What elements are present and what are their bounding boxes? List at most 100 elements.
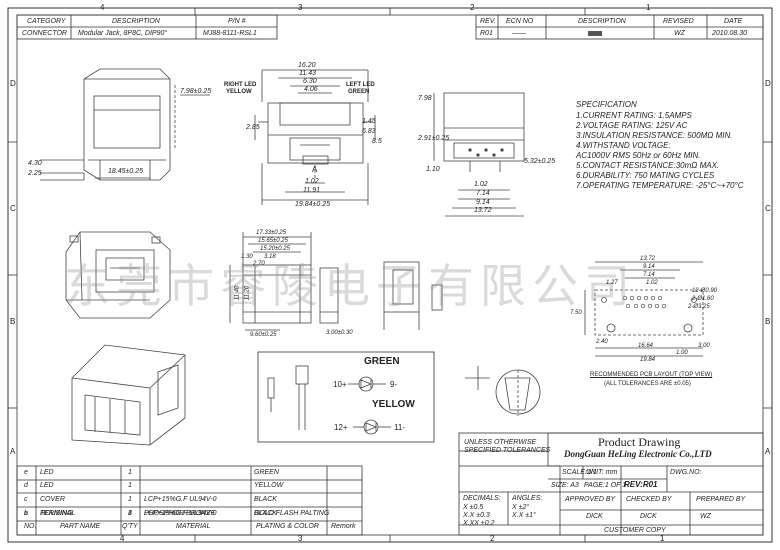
- dim-front-8-5: 8.5: [372, 138, 382, 145]
- bom-row-part: TERMINAL: [40, 510, 76, 517]
- section-a-label: A: [312, 165, 318, 174]
- bom-header-remark: Remork: [331, 523, 356, 530]
- approved-by-value: DICK: [586, 513, 603, 520]
- company-watermark: 东莞市睿陵电子有限公司: [64, 259, 636, 313]
- rev-ecn-value: ——: [512, 30, 526, 37]
- dim-front-6-83: 6.83: [362, 128, 376, 135]
- bom-row-material: PHOSPHOR BRONZE: [144, 510, 216, 517]
- dim-side-7-98: 7.98: [418, 95, 432, 102]
- checked-by-label: CHECKED BY: [626, 496, 672, 503]
- yellow-led-label: YELLOW: [372, 399, 415, 410]
- prepared-by-value: WZ: [700, 513, 711, 520]
- bom-header-no: NO.: [24, 523, 37, 530]
- dim-left-a: 4.30: [28, 160, 42, 167]
- dim-pcb-3-00: 3.00: [698, 343, 710, 349]
- decimal-tol-1: X ±0.5: [463, 504, 484, 511]
- dim-pcb-1-00: 1.00: [676, 350, 688, 356]
- customer-copy-label: CUSTOMER COPY: [604, 527, 666, 534]
- grid-row-d-right: D: [765, 79, 771, 88]
- header-category-value: CONNECTOR: [22, 30, 67, 37]
- bom-row-part: LED: [40, 482, 54, 489]
- dim-bottom-2-70: 2.70: [253, 261, 265, 267]
- dim-side-5-32: 5.32±0.25: [524, 158, 556, 165]
- dim-pcb-holes-2b: 2-Ø3.25: [688, 304, 710, 310]
- bom-row-no: c: [24, 496, 28, 503]
- dim-front-6: 6.30: [303, 78, 317, 85]
- bom-row-plating: YELLOW: [254, 482, 284, 489]
- dim-front-16: 16.20: [298, 62, 316, 69]
- grid-col-3: 3: [298, 3, 303, 12]
- dim-left-width: 18.45±0.25: [108, 168, 143, 175]
- left-led-color: GREEN: [348, 89, 370, 95]
- rev-description-redaction: [588, 31, 602, 36]
- bom-row-part: LED: [40, 469, 54, 476]
- bom-row-qty: 1: [128, 496, 132, 503]
- dim-pcb-13-72: 13.72: [640, 256, 656, 262]
- green-pin-minus: 9-: [390, 380, 398, 389]
- grid-col-4-bottom: 4: [120, 534, 125, 543]
- dim-front-4: 4.06: [304, 86, 318, 93]
- dim-pcb-holes-2a: 2-Ø1.60: [692, 296, 714, 302]
- spec-line: 7.OPERATING TEMPERATURE: -25°C~+70°C: [576, 181, 744, 190]
- header-pn-label: P/N #: [228, 18, 246, 25]
- dim-front-11-91: 11.91: [303, 187, 320, 194]
- page-count: PAGE:1 OF 1: [584, 482, 627, 489]
- bom-row-plating: GREEN: [254, 469, 279, 476]
- grid-row-b-right: B: [765, 317, 771, 326]
- grid-col-4: 4: [100, 3, 105, 12]
- yellow-pin-plus: 12+: [334, 423, 348, 432]
- rev-revised-value: WZ: [674, 30, 685, 37]
- dim-bottom-15-65: 15.65±0.25: [258, 238, 288, 244]
- bom-row-plating: GOLD FLASH PALTING: [254, 510, 330, 517]
- tolerance-note-1: UNLESS OTHERWISE: [464, 439, 537, 446]
- angles-label: ANGLES:: [512, 495, 543, 502]
- grid-col-2: 2: [470, 3, 475, 12]
- bom-row-no: d: [24, 482, 28, 489]
- dim-bottom-11-20: 11.20: [244, 285, 251, 301]
- bom-row-qty: 1: [128, 482, 132, 489]
- dim-pcb-holes-12: 12-Ø0.90: [692, 288, 718, 294]
- angle-tol-1: X ±2°: [512, 504, 530, 511]
- dim-pcb-1-02: 1.02: [646, 280, 658, 286]
- rev-value: R01: [480, 30, 493, 37]
- spec-line: 1.CURRENT RATING: 1.5AMPS: [576, 111, 692, 120]
- dim-side-1-10: 1.10: [426, 166, 440, 173]
- dim-pcb-2-40: 2.40: [596, 339, 608, 345]
- bom-header-material: MATERIAL: [176, 523, 211, 530]
- dim-front-1-45: 1.45: [362, 118, 376, 125]
- bom-row-qty: 8: [128, 510, 132, 517]
- dim-left-b: 2.25: [28, 170, 42, 177]
- dim-pcb-7-14: 7.14: [643, 272, 655, 278]
- spec-title: SPECIFICATION: [576, 100, 637, 109]
- bom-row-no: b: [24, 510, 28, 517]
- dim-bottom-3-18: 3.18: [264, 254, 276, 260]
- grid-col-1-bottom: 1: [660, 534, 665, 543]
- angle-tol-2: X.X ±1°: [512, 512, 536, 519]
- pcb-caption: RECOMMENDED PCB LAYOUT (TOP VIEW): [590, 372, 713, 378]
- grid-col-3-bottom: 3: [298, 534, 303, 543]
- dim-pcb-7-50: 7.50: [570, 310, 582, 316]
- company-name: DongGuan HeLing Electronic Co.,LTD: [564, 449, 712, 459]
- dim-side-2-91: 2.91±0.25: [418, 135, 450, 142]
- spec-line: 4.WITHSTAND VOLTAGE:: [576, 141, 671, 150]
- yellow-pin-minus: 11-: [394, 423, 405, 432]
- dim-pcb-16-64: 16.64: [638, 343, 654, 349]
- spec-line: 3.INSULATION RESISTANCE: 500MΩ MIN.: [576, 131, 733, 140]
- header-category-label: CATEGORY: [27, 18, 66, 25]
- grid-row-a: A: [10, 447, 16, 456]
- right-led-color: YELLOW: [226, 89, 252, 95]
- dim-front-1-02: 1.02: [305, 178, 319, 185]
- rev-stamp: REV:R01: [624, 480, 658, 489]
- dim-bottom-17-33: 17.33±0.25: [256, 230, 286, 236]
- dim-bottom-11-40: 11.40: [234, 285, 241, 301]
- scale: SCALE:1/1: [562, 469, 597, 476]
- grid-row-a-right: A: [765, 447, 771, 456]
- header-description-label: DESCRIPTION: [112, 18, 160, 25]
- bom-row-no: e: [24, 469, 28, 476]
- grid-col-2-bottom: 2: [490, 534, 495, 543]
- checked-by-value: DICK: [640, 513, 657, 520]
- spec-line: 5.CONTACT RESISTANCE:30mΩ MAX.: [576, 161, 720, 170]
- header-pn-value: MJ88-8111-RSL1: [203, 30, 257, 37]
